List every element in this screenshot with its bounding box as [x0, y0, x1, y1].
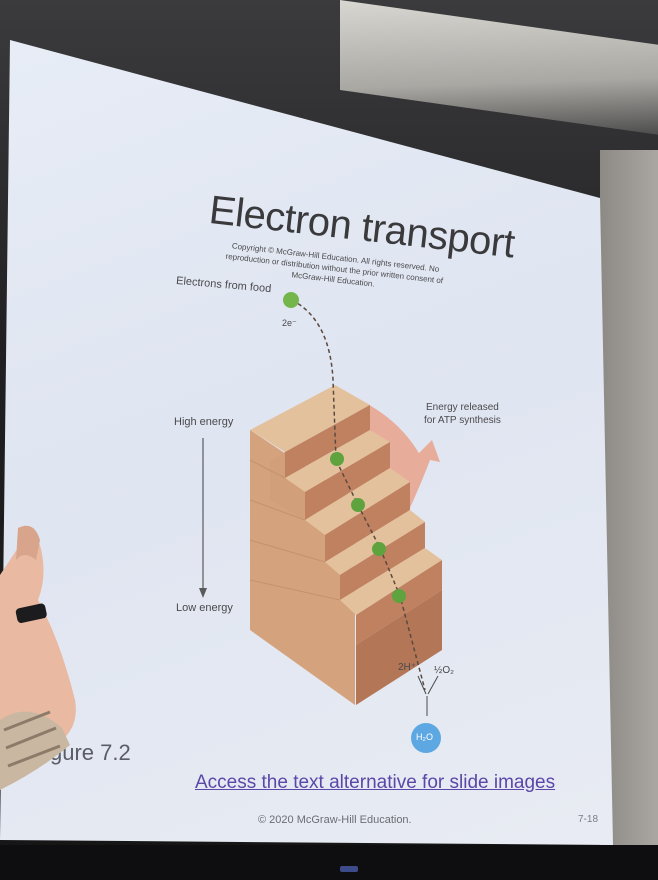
electron-label: 2e⁻ — [282, 318, 297, 328]
high-energy-label: High energy — [174, 416, 234, 428]
electron-path — [291, 299, 426, 691]
energy-released-label: Energy released — [426, 402, 499, 413]
staircase — [249, 385, 442, 705]
oxygen-label: ½O₂ — [434, 665, 454, 676]
text-alternative-link[interactable]: Access the text alternative for slide im… — [195, 772, 556, 793]
slide-footer: © 2020 McGraw-Hill Education. — [258, 814, 412, 826]
proton-label: 2H⁺ — [398, 662, 417, 673]
water-molecule — [411, 723, 441, 753]
proton-arrow — [417, 675, 427, 695]
projector-indicator — [340, 866, 358, 872]
electron-food — [283, 292, 299, 308]
electron-step-4 — [392, 589, 406, 603]
electron-step-2 — [351, 498, 365, 512]
electron-step-3 — [372, 542, 386, 556]
oxygen-arrow — [427, 675, 439, 695]
low-energy-label: Low energy — [176, 602, 233, 614]
atp-synthesis-label: for ATP synthesis — [424, 415, 501, 426]
screen-bottom-edge — [0, 845, 658, 880]
electron-step-1 — [330, 452, 344, 466]
slide-number: 7-18 — [578, 814, 599, 825]
figure-label: gure 7.2 — [50, 740, 131, 765]
water-label: H₂O — [416, 732, 433, 742]
